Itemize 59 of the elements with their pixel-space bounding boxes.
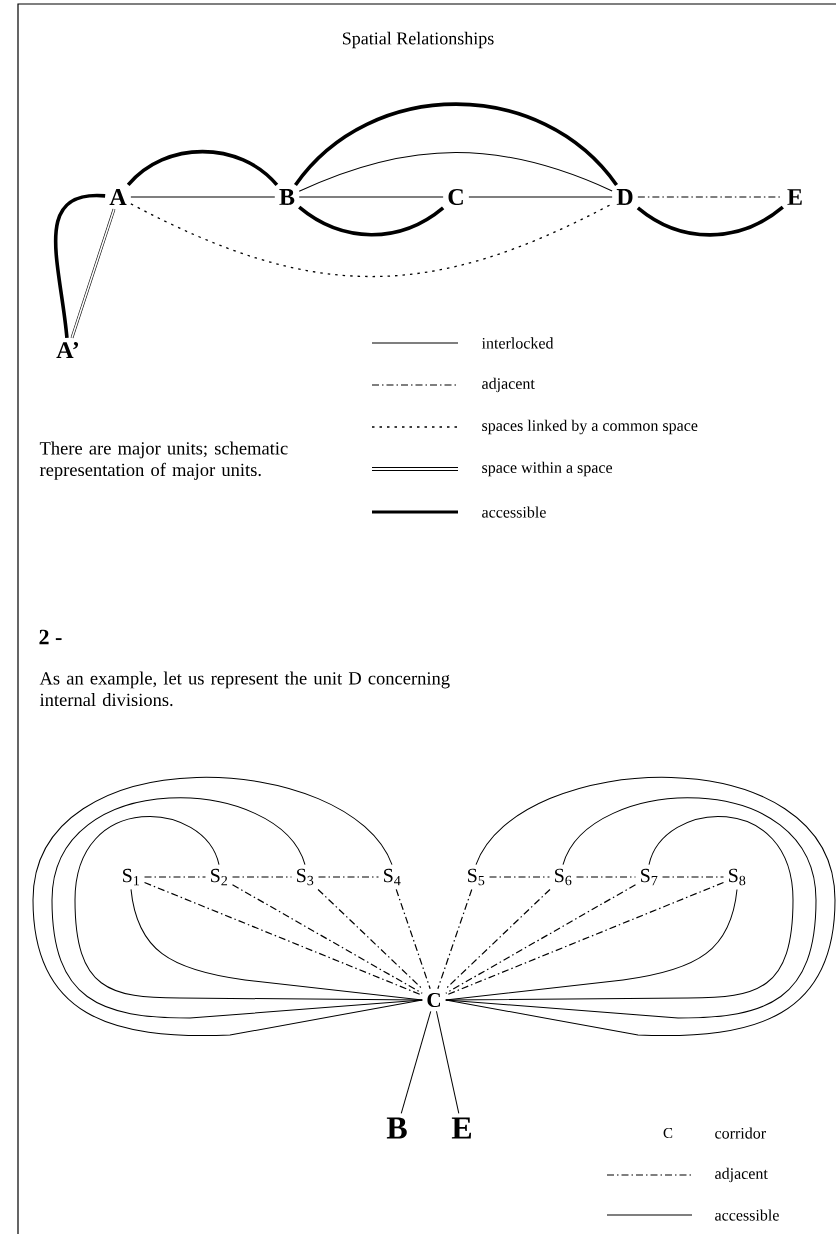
connector-line xyxy=(395,888,431,990)
node-label: S$_{1}$ xyxy=(123,868,139,886)
connector-line xyxy=(445,816,794,1001)
connector-line xyxy=(298,196,444,198)
connector-line xyxy=(661,876,725,878)
node-label: S$_{8}$ xyxy=(729,868,746,886)
connector-line xyxy=(435,1010,460,1114)
connector-line xyxy=(231,884,423,994)
note-text: As an example, let us represent the unit D concerning internal divisions. xyxy=(39,671,450,707)
connector-line xyxy=(317,888,423,990)
node-label: S$_{6}$ xyxy=(555,868,572,886)
legend-label: spaces linked by a common space xyxy=(482,419,698,435)
connector-line xyxy=(51,797,423,1019)
node-label: S$_{3}$ xyxy=(297,868,314,886)
connector-line xyxy=(298,152,613,192)
legend-label: accessible xyxy=(715,1209,779,1221)
connector-line xyxy=(636,205,784,237)
legend-label: space within a space xyxy=(482,461,613,477)
connector-line xyxy=(70,208,116,339)
legend-label: corridor xyxy=(715,1127,766,1139)
connector-line xyxy=(143,876,207,878)
section-number: 2 - xyxy=(39,629,62,645)
connector-line xyxy=(437,888,473,990)
legend-label: adjacent xyxy=(715,1167,768,1183)
node-label: C xyxy=(427,992,440,1008)
connector-line xyxy=(126,149,279,187)
connector-line xyxy=(294,102,618,187)
legend-label: accessible xyxy=(482,506,546,518)
legend-label: interlocked xyxy=(481,337,554,349)
connector-line xyxy=(74,816,423,1001)
connector-line xyxy=(488,876,551,878)
node-label: S$_{5}$ xyxy=(468,868,485,886)
node-label: A’ xyxy=(56,342,79,358)
node-label: E xyxy=(451,1117,472,1139)
node-label: B xyxy=(386,1117,407,1139)
connector-line xyxy=(231,876,293,878)
node-label: C xyxy=(448,188,463,206)
connector-line xyxy=(468,196,613,198)
node-label: S$_{4}$ xyxy=(384,868,401,886)
title: Spatial Relationships xyxy=(342,31,494,49)
connector-line xyxy=(298,205,445,237)
connector-line xyxy=(130,203,613,278)
connector-line xyxy=(445,884,637,994)
node-label: S$_{7}$ xyxy=(641,868,658,886)
node-label: S$_{2}$ xyxy=(211,868,228,886)
connector-line xyxy=(130,196,276,198)
legend-label: adjacent xyxy=(482,377,535,393)
connector-line xyxy=(32,776,423,1037)
node-label: A xyxy=(109,189,127,205)
connector-line xyxy=(400,1010,432,1114)
connector-line xyxy=(445,888,551,990)
legend-symbol: C xyxy=(663,1128,673,1139)
node-label: B xyxy=(279,189,295,205)
connector-line xyxy=(317,876,380,878)
node-label: E xyxy=(787,189,802,205)
node-label: D xyxy=(616,189,633,205)
note-text: There are major units; schematic representation of major units. xyxy=(39,441,288,480)
connector-line xyxy=(53,194,106,339)
connector-line xyxy=(575,876,637,878)
